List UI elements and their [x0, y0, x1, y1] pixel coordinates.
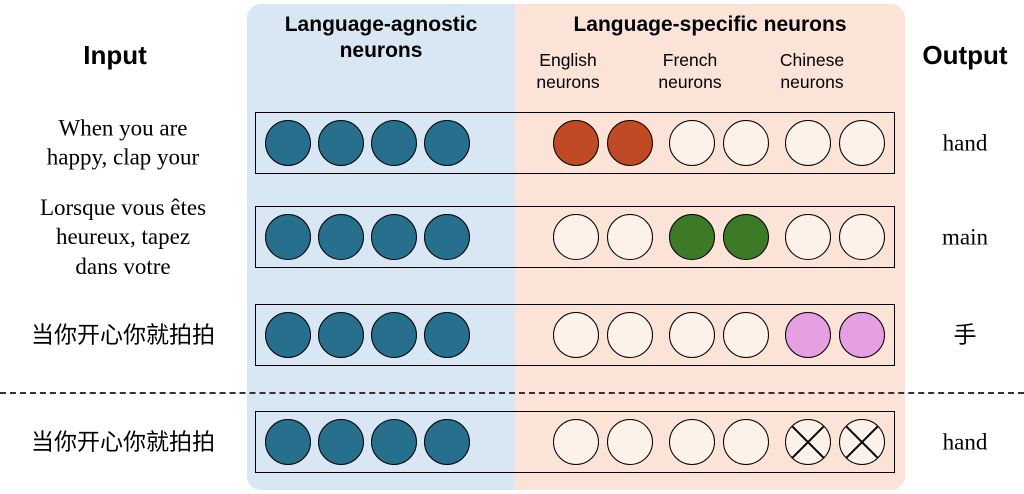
output-text: hand — [942, 429, 988, 455]
french-pair — [669, 214, 769, 260]
agnostic-neuron-circle — [424, 419, 470, 465]
empty-neuron-circle — [785, 120, 831, 166]
agnostic-neuron-circle — [424, 120, 470, 166]
english-pair — [553, 419, 653, 465]
empty-neuron-circle — [553, 419, 599, 465]
crossed-neuron-circle — [839, 419, 885, 465]
language-agnostic-header: Language-agnostic neurons — [284, 13, 478, 63]
chinese-pair — [785, 419, 885, 465]
agnostic-group — [265, 214, 470, 260]
agnostic-group — [265, 312, 470, 358]
english-neuron-circle — [607, 120, 653, 166]
agnostic-neuron-circle — [318, 214, 364, 260]
neuron-row — [255, 206, 895, 268]
chinese-neuron-circle — [839, 312, 885, 358]
french-neuron-circle — [669, 214, 715, 260]
empty-neuron-circle — [669, 312, 715, 358]
empty-neuron-circle — [553, 214, 599, 260]
specific-group — [553, 419, 885, 465]
agnostic-group — [265, 419, 470, 465]
empty-neuron-circle — [785, 214, 831, 260]
agnostic-neuron-circle — [371, 312, 417, 358]
empty-neuron-circle — [723, 120, 769, 166]
empty-neuron-circle — [669, 419, 715, 465]
output-text: 手 — [953, 322, 977, 348]
agnostic-neuron-circle — [371, 214, 417, 260]
agnostic-neuron-circle — [424, 312, 470, 358]
dashed-separator — [0, 392, 1024, 394]
input-text: 当你开心你就拍拍 — [31, 429, 215, 455]
french-pair — [669, 312, 769, 358]
english-pair — [553, 120, 653, 166]
output-column-header: Output — [922, 40, 1008, 70]
agnostic-neuron-circle — [371, 120, 417, 166]
chinese-pair — [785, 120, 885, 166]
output-text: main — [942, 224, 988, 250]
agnostic-neuron-circle — [371, 419, 417, 465]
specific-group — [553, 312, 885, 358]
chinese-pair — [785, 214, 885, 260]
agnostic-neuron-circle — [318, 312, 364, 358]
empty-neuron-circle — [607, 312, 653, 358]
input-column-header: Input — [83, 40, 147, 70]
neuron-row — [255, 304, 895, 366]
empty-neuron-circle — [839, 120, 885, 166]
agnostic-neuron-circle — [318, 120, 364, 166]
empty-neuron-circle — [553, 312, 599, 358]
empty-neuron-circle — [607, 214, 653, 260]
agnostic-neuron-circle — [424, 214, 470, 260]
input-text: When you are happy, clap your — [46, 115, 200, 170]
agnostic-neuron-circle — [265, 312, 311, 358]
french-neurons-label: French neurons — [658, 50, 722, 92]
empty-neuron-circle — [723, 419, 769, 465]
agnostic-group — [265, 120, 470, 166]
chinese-neuron-circle — [785, 312, 831, 358]
agnostic-neuron-circle — [265, 214, 311, 260]
french-pair — [669, 120, 769, 166]
input-text: 当你开心你就拍拍 — [31, 322, 215, 348]
neuron-row — [255, 411, 895, 473]
french-neuron-circle — [723, 214, 769, 260]
empty-neuron-circle — [723, 312, 769, 358]
empty-neuron-circle — [607, 419, 653, 465]
french-pair — [669, 419, 769, 465]
chinese-neurons-label: Chinese neurons — [779, 50, 845, 92]
english-neuron-circle — [553, 120, 599, 166]
english-pair — [553, 214, 653, 260]
agnostic-neuron-circle — [265, 120, 311, 166]
english-neurons-label: English neurons — [536, 50, 600, 92]
crossed-neuron-circle — [785, 419, 831, 465]
specific-group — [553, 214, 885, 260]
agnostic-neuron-circle — [318, 419, 364, 465]
output-text: hand — [942, 130, 988, 156]
agnostic-neuron-circle — [265, 419, 311, 465]
specific-group — [553, 120, 885, 166]
chinese-pair — [785, 312, 885, 358]
empty-neuron-circle — [669, 120, 715, 166]
language-specific-header: Language-specific neurons — [573, 13, 847, 36]
english-pair — [553, 312, 653, 358]
empty-neuron-circle — [839, 214, 885, 260]
neuron-row — [255, 112, 895, 174]
input-text: Lorsque vous êtes heureux, tapez dans vo… — [39, 194, 207, 279]
